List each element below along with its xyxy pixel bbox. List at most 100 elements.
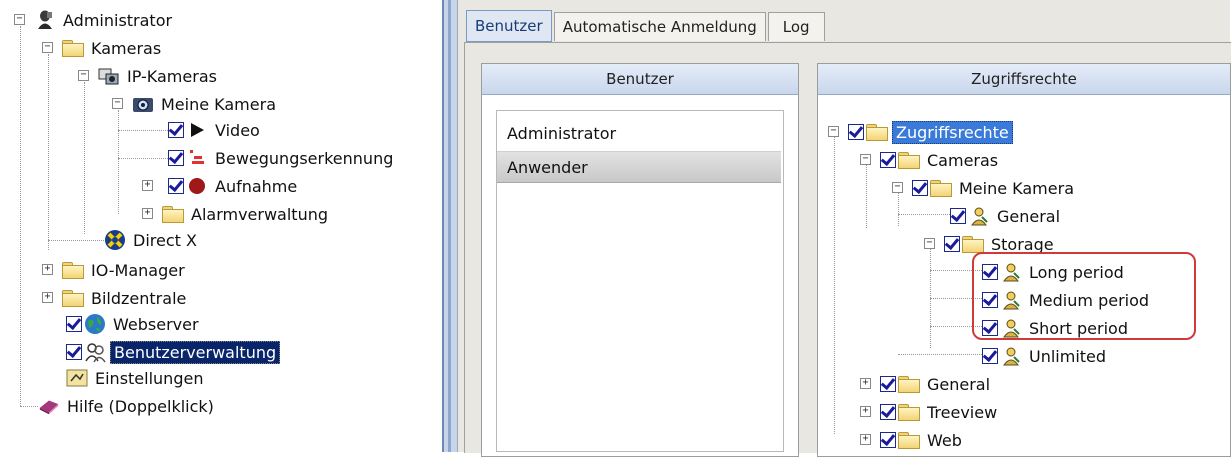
pane-splitter[interactable] bbox=[442, 0, 458, 452]
tab-benutzer[interactable]: Benutzer bbox=[466, 10, 552, 42]
help-book-icon bbox=[38, 396, 60, 416]
folder-icon bbox=[62, 38, 84, 58]
perm-item-general-camera[interactable]: General bbox=[950, 204, 1063, 228]
tree-item-io-manager[interactable]: IO-Manager bbox=[62, 258, 188, 282]
tree-item-administrator[interactable]: Administrator bbox=[34, 8, 175, 32]
tree-item-label: Meine Kamera bbox=[161, 94, 276, 114]
checkbox[interactable] bbox=[982, 264, 998, 280]
perm-item-cameras[interactable]: Cameras bbox=[880, 148, 1001, 172]
perm-item-treeview[interactable]: Treeview bbox=[880, 400, 1000, 424]
user-list: Administrator Anwender bbox=[496, 110, 784, 452]
perm-item-zugriffsrechte[interactable]: Zugriffsrechte bbox=[848, 120, 1013, 144]
folder-icon bbox=[62, 260, 84, 280]
tree-item-label: Kameras bbox=[91, 38, 162, 58]
checkbox[interactable] bbox=[168, 122, 184, 138]
tree-item-bewegungserkennung[interactable]: Bewegungserkennung bbox=[168, 146, 396, 170]
settings-icon bbox=[66, 368, 88, 388]
expand-toggle[interactable]: + bbox=[42, 264, 53, 275]
collapse-toggle[interactable]: − bbox=[14, 14, 25, 25]
perm-item-meine-kamera[interactable]: Meine Kamera bbox=[912, 176, 1077, 200]
checkbox[interactable] bbox=[66, 344, 82, 360]
perm-item-general[interactable]: General bbox=[880, 372, 993, 396]
tree-item-direct-x[interactable]: Direct X bbox=[104, 228, 200, 252]
perm-item-label: Web bbox=[927, 430, 962, 450]
users-panel: Benutzer Administrator Anwender bbox=[481, 63, 799, 457]
tab-bar: Benutzer Automatische Anmeldung Log bbox=[466, 10, 827, 42]
perm-item-label: Meine Kamera bbox=[959, 178, 1074, 198]
perm-item-unlimited[interactable]: Unlimited bbox=[982, 344, 1109, 368]
tree-item-label: Video bbox=[215, 120, 260, 140]
tree-item-bildzentrale[interactable]: Bildzentrale bbox=[62, 286, 189, 310]
camera-icon bbox=[132, 94, 154, 114]
tree-item-benutzerverwaltung[interactable]: Benutzerverwaltung bbox=[66, 340, 281, 364]
tab-automatische-anmeldung[interactable]: Automatische Anmeldung bbox=[553, 12, 766, 41]
checkbox[interactable] bbox=[880, 152, 896, 168]
tree-item-aufnahme[interactable]: Aufnahme bbox=[168, 174, 300, 198]
permissions-panel: Zugriffsrechte − Zugriffsrechte − bbox=[817, 63, 1231, 457]
perm-item-web[interactable]: Web bbox=[880, 428, 965, 452]
expand-toggle[interactable]: + bbox=[42, 292, 53, 303]
tree-item-label: Bewegungserkennung bbox=[215, 148, 394, 168]
checkbox[interactable] bbox=[982, 292, 998, 308]
collapse-toggle[interactable]: − bbox=[892, 182, 903, 193]
tree-item-video[interactable]: Video bbox=[168, 118, 263, 142]
collapse-toggle[interactable]: − bbox=[78, 70, 89, 81]
expand-toggle[interactable]: + bbox=[860, 406, 871, 417]
folder-icon bbox=[866, 122, 888, 142]
collapse-toggle[interactable]: − bbox=[42, 42, 53, 53]
checkbox[interactable] bbox=[168, 150, 184, 166]
expand-toggle[interactable]: + bbox=[142, 208, 153, 219]
perm-item-long-period[interactable]: Long period bbox=[982, 260, 1127, 284]
user-management-icon bbox=[84, 342, 106, 363]
perm-item-label: General bbox=[927, 374, 991, 394]
tree-item-kameras[interactable]: Kameras bbox=[62, 36, 164, 60]
checkbox[interactable] bbox=[66, 316, 82, 332]
expand-toggle[interactable]: + bbox=[142, 180, 153, 191]
record-icon bbox=[186, 176, 208, 196]
user-item-anwender[interactable]: Anwender bbox=[497, 151, 781, 183]
tab-log[interactable]: Log bbox=[767, 12, 825, 41]
checkbox[interactable] bbox=[848, 124, 864, 140]
tree-item-webserver[interactable]: Webserver bbox=[66, 312, 202, 336]
user-management-pane: Benutzer Automatische Anmeldung Log Benu… bbox=[458, 0, 1231, 457]
perm-item-label: Zugriffsrechte bbox=[892, 120, 1013, 144]
checkbox[interactable] bbox=[944, 236, 960, 252]
collapse-toggle[interactable]: − bbox=[860, 154, 871, 165]
checkbox[interactable] bbox=[168, 178, 184, 194]
tree-item-meine-kamera[interactable]: Meine Kamera bbox=[132, 92, 279, 116]
checkbox[interactable] bbox=[982, 348, 998, 364]
folder-icon bbox=[930, 178, 952, 198]
checkbox[interactable] bbox=[912, 180, 928, 196]
tree-item-label: Direct X bbox=[133, 230, 197, 250]
checkbox[interactable] bbox=[880, 432, 896, 448]
tree-item-label: Hilfe (Doppelklick) bbox=[67, 396, 214, 416]
tree-item-ip-kameras[interactable]: IP-Kameras bbox=[98, 64, 220, 88]
expand-toggle[interactable]: + bbox=[860, 434, 871, 445]
checkbox[interactable] bbox=[880, 404, 896, 420]
highlight-annotation bbox=[972, 252, 1196, 340]
tree-item-alarmverwaltung[interactable]: Alarmverwaltung bbox=[162, 202, 331, 226]
expand-toggle[interactable]: + bbox=[860, 378, 871, 389]
tree-item-hilfe[interactable]: Hilfe (Doppelklick) bbox=[38, 394, 217, 418]
tree-item-einstellungen[interactable]: Einstellungen bbox=[66, 366, 206, 390]
directx-icon bbox=[104, 230, 126, 250]
tree-item-label: IO-Manager bbox=[91, 260, 185, 280]
user-item-administrator[interactable]: Administrator bbox=[507, 123, 617, 143]
checkbox[interactable] bbox=[950, 208, 966, 224]
collapse-toggle[interactable]: − bbox=[924, 238, 935, 249]
perm-item-storage[interactable]: Storage bbox=[944, 232, 1057, 256]
collapse-toggle[interactable]: − bbox=[828, 126, 839, 137]
users-panel-header: Benutzer bbox=[482, 64, 798, 95]
perm-item-label: General bbox=[997, 206, 1061, 226]
perm-item-short-period[interactable]: Short period bbox=[982, 316, 1131, 340]
folder-icon bbox=[898, 402, 920, 422]
folder-icon bbox=[898, 430, 920, 450]
checkbox[interactable] bbox=[982, 320, 998, 336]
collapse-toggle[interactable]: − bbox=[112, 98, 123, 109]
perm-item-label: Medium period bbox=[1029, 290, 1150, 310]
perm-item-medium-period[interactable]: Medium period bbox=[982, 288, 1152, 312]
tree-item-label: Bildzentrale bbox=[91, 288, 187, 308]
admin-icon bbox=[34, 10, 56, 30]
checkbox[interactable] bbox=[880, 376, 896, 392]
folder-icon bbox=[162, 204, 184, 224]
